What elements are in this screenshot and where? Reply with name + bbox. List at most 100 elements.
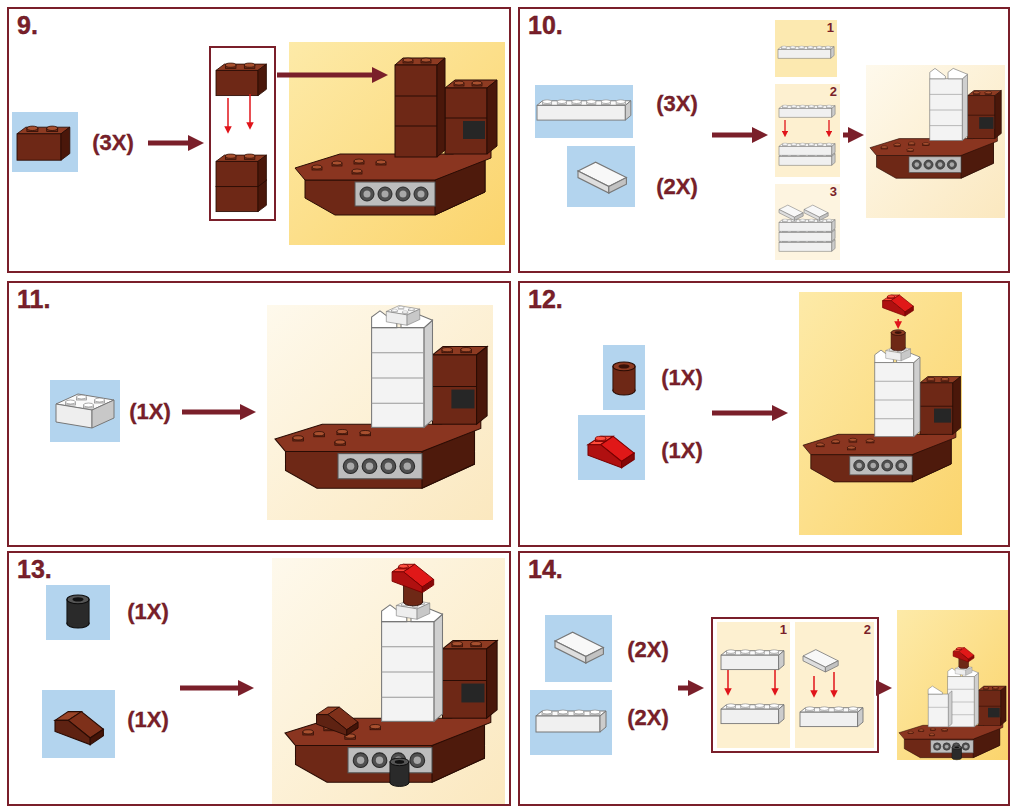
art-use (721, 704, 784, 724)
art-use (392, 564, 434, 592)
step-11-art (50, 305, 493, 520)
art-use (372, 311, 433, 428)
art-use (386, 306, 419, 326)
art-use (613, 362, 635, 395)
art-rect (717, 622, 790, 748)
art-use (721, 650, 784, 670)
art-use (891, 330, 905, 351)
substep-box: 1 (775, 20, 837, 77)
art-line (249, 94, 251, 126)
substep-number: 1 (780, 623, 787, 637)
substep-box: 2 (775, 84, 840, 177)
art-line (148, 141, 196, 146)
quantity-label: (1X) (661, 366, 703, 390)
art-line (277, 73, 380, 78)
art-rect (210, 47, 275, 220)
art-use (779, 143, 835, 155)
art-use (56, 394, 114, 428)
art-g (275, 306, 487, 489)
art-use (588, 436, 634, 468)
art-rect (545, 615, 612, 682)
art-use (779, 105, 835, 117)
step-number: 9. (17, 12, 38, 40)
art-line (180, 686, 246, 691)
substep-number: 2 (864, 623, 871, 637)
art-use (537, 100, 631, 120)
art-use (382, 605, 443, 722)
quantity-label: (1X) (127, 708, 169, 732)
art-g (803, 295, 961, 482)
step-10-art (535, 20, 1005, 260)
art-line (182, 410, 248, 415)
quantity-label: (2X) (627, 638, 669, 662)
art-use (55, 712, 103, 745)
quantity-label: (2X) (656, 175, 698, 199)
art-rect (795, 622, 874, 748)
art-use (779, 219, 835, 231)
step-14-art (530, 610, 1010, 760)
art-rect (272, 558, 505, 806)
art-rect (12, 112, 78, 172)
art-use (390, 758, 409, 786)
substep-number: 1 (827, 21, 834, 35)
art-rect (775, 184, 840, 260)
art-rect (535, 85, 633, 138)
art-line (712, 133, 760, 138)
art-g (870, 68, 1001, 178)
art-use (395, 58, 445, 157)
art-rect (897, 610, 1010, 760)
art-rect (289, 42, 505, 245)
art-line (774, 670, 776, 692)
art-rect (799, 292, 962, 535)
art-use (216, 63, 266, 96)
step-panel: 13. (7, 551, 511, 806)
art-use (578, 162, 626, 193)
art-rect (42, 690, 115, 758)
art-use (779, 205, 803, 220)
art-use (536, 710, 606, 732)
step-panel: 9. (7, 7, 511, 273)
quantity-label: (1X) (127, 600, 169, 624)
step-number: 11. (17, 286, 50, 314)
quantity-label: (1X) (661, 439, 703, 463)
step-12-art (578, 292, 962, 535)
art-line (813, 676, 815, 694)
art-rect (267, 305, 493, 520)
art-g (295, 58, 497, 215)
art-use (883, 295, 914, 316)
step-number: 14. (528, 556, 563, 584)
art-use (778, 46, 834, 58)
art-line (833, 672, 835, 694)
art-g (285, 564, 497, 786)
step-panel: 10.123 (518, 7, 1010, 273)
art-rect (603, 345, 645, 410)
art-use (800, 707, 863, 727)
art-use (17, 126, 70, 160)
art-use (67, 595, 89, 628)
art-rect (46, 585, 110, 640)
art-line (678, 686, 696, 691)
art-rect (530, 690, 612, 755)
art-use (953, 648, 974, 662)
art-line (879, 686, 884, 691)
art-rect (775, 84, 840, 177)
art-rect (775, 20, 837, 77)
art-use (952, 745, 962, 759)
art-use (804, 205, 828, 220)
art-use (555, 632, 603, 663)
step-panel: 12. (518, 281, 1010, 547)
art-use (216, 154, 266, 187)
quantity-label: (1X) (129, 400, 171, 424)
art-line (897, 319, 899, 325)
step-number: 13. (17, 556, 52, 584)
substep-number: 2 (830, 85, 837, 99)
step-number: 10. (528, 12, 563, 40)
quantity-label: (3X) (92, 131, 134, 155)
art-rect (712, 618, 878, 752)
art-rect (50, 380, 120, 442)
art-line (784, 120, 785, 134)
substep-box: 1 (717, 622, 790, 748)
art-use (317, 707, 359, 735)
art-rect (567, 146, 635, 207)
